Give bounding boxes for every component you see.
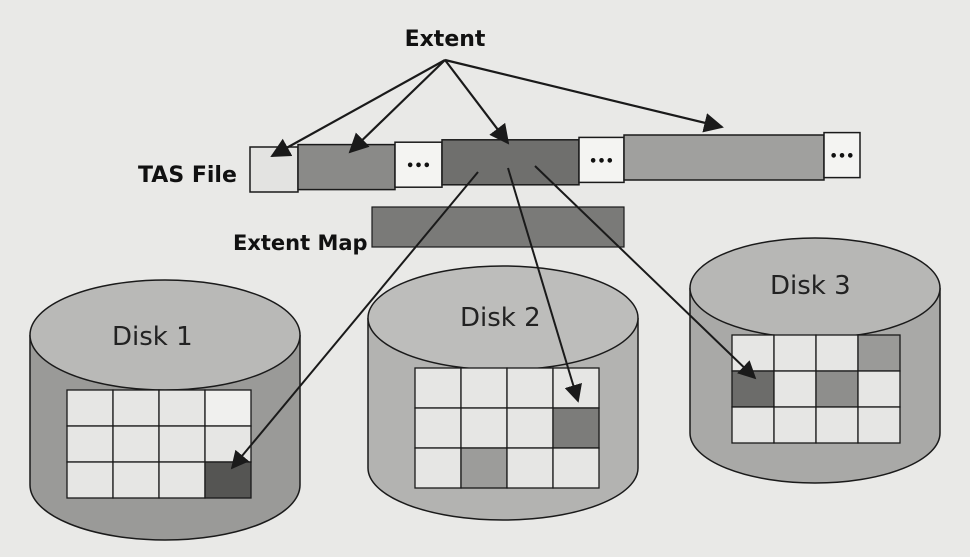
disk-1-cell xyxy=(158,461,206,499)
extent-arrow-1 xyxy=(270,59,446,157)
extent-label: Extent xyxy=(405,27,486,52)
extent-arrow-2 xyxy=(348,59,446,154)
tas-file-ellipsis: ••• xyxy=(830,150,855,165)
disk-2-cell xyxy=(414,407,462,449)
disk-1-cell xyxy=(112,425,160,463)
disk-3-cell xyxy=(815,406,859,444)
disk-2-label: Disk 2 xyxy=(460,303,541,333)
disk-3-cell xyxy=(773,370,817,408)
tas-file-ellipsis: ••• xyxy=(406,159,431,174)
tas-file-bar: ••• ••• ••• xyxy=(249,131,861,193)
disk-1-cell xyxy=(158,389,206,427)
disk-1-cell xyxy=(66,425,114,463)
tas-file-segment xyxy=(394,141,443,188)
disk-2-cell xyxy=(552,407,600,449)
disk-1-cell xyxy=(112,461,160,499)
tas-file-segment xyxy=(297,143,396,191)
disk-3-cell xyxy=(773,334,817,372)
disk-1-grid xyxy=(66,389,252,499)
disk-1-cell xyxy=(66,461,114,499)
disk-1-cell xyxy=(204,461,252,499)
disk-3-cell xyxy=(857,406,901,444)
disk-3-label: Disk 3 xyxy=(770,271,851,301)
disk-2-cell xyxy=(506,407,554,449)
disk-2: Disk 2 xyxy=(367,265,639,521)
tas-file-ellipsis: ••• xyxy=(589,154,614,169)
tas-file-segment xyxy=(441,139,580,186)
disk-arrow-2 xyxy=(507,167,582,403)
extent-arrow-3 xyxy=(444,59,510,145)
disk-3-cell xyxy=(857,334,901,372)
disk-1: Disk 1 xyxy=(29,279,301,541)
tas-file-label: TAS File xyxy=(138,163,237,188)
disk-1-cell xyxy=(158,425,206,463)
disk-3-cell xyxy=(815,370,859,408)
disk-1-cell xyxy=(204,425,252,463)
disk-3-cell xyxy=(857,370,901,408)
disk-3-cell xyxy=(731,334,775,372)
disk-arrow-1 xyxy=(230,171,479,470)
disk-2-cell xyxy=(460,447,508,489)
disk-3-grid xyxy=(731,334,901,444)
extent-map-label: Extent Map xyxy=(233,231,368,255)
tas-file-segment xyxy=(823,131,861,179)
disk-1-cell xyxy=(204,389,252,427)
disk-3-cell xyxy=(773,406,817,444)
disk-1-cell xyxy=(112,389,160,427)
disk-1-label: Disk 1 xyxy=(112,322,193,352)
disk-2-cell xyxy=(414,367,462,409)
extent-arrow-4 xyxy=(444,58,724,133)
tas-file-segment xyxy=(623,134,825,181)
extent-map-bar xyxy=(371,206,625,248)
disk-2-grid xyxy=(414,367,600,489)
disk-arrow-3 xyxy=(534,165,757,380)
disk-2-cell xyxy=(460,367,508,409)
disk-2-cell xyxy=(414,447,462,489)
disk-2-cell xyxy=(506,367,554,409)
disk-2-cell xyxy=(552,447,600,489)
disk-1-cell xyxy=(66,389,114,427)
disk-3-cell xyxy=(731,406,775,444)
disk-2-cell xyxy=(552,367,600,409)
disk-2-cell xyxy=(460,407,508,449)
disk-3-cell xyxy=(815,334,859,372)
disk-2-cell xyxy=(506,447,554,489)
disk-3: Disk 3 xyxy=(689,237,941,484)
